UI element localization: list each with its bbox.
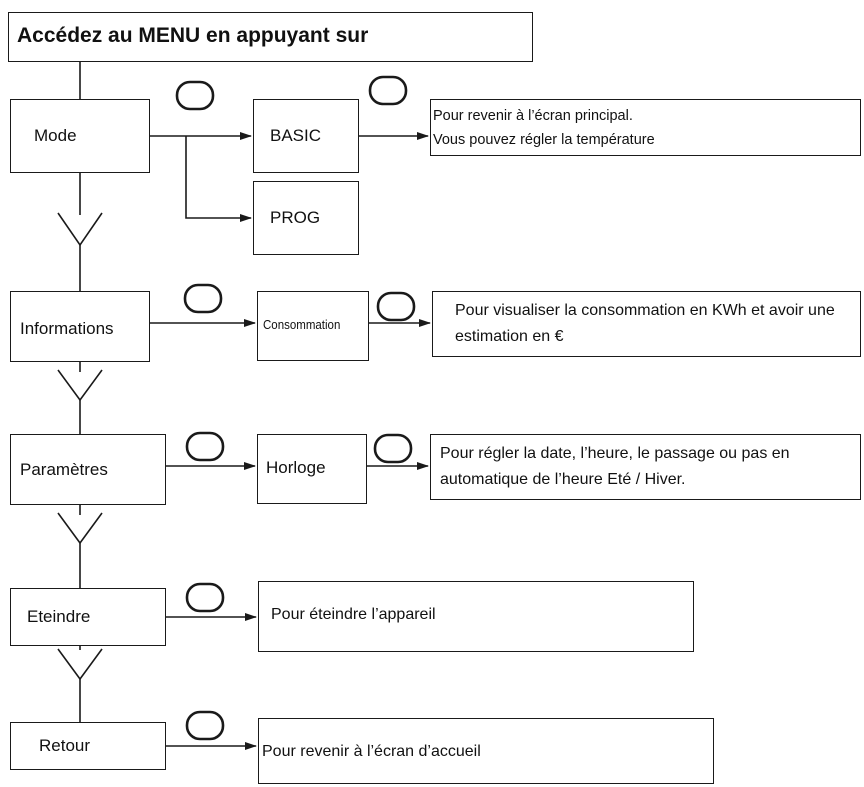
button-symbol-retour-icon xyxy=(185,710,225,741)
submenu-consommation[interactable]: Consommation xyxy=(257,291,369,361)
menu-item-eteindre-label: Eteindre xyxy=(27,607,91,626)
button-symbol-basic-icon xyxy=(368,75,408,106)
submenu-consommation-label: Consommation xyxy=(263,318,341,332)
button-symbol-eteindre-icon xyxy=(185,582,225,613)
button-symbol-horloge-icon xyxy=(373,433,413,464)
menu-item-informations[interactable]: Informations xyxy=(10,291,150,362)
menu-item-eteindre[interactable]: Eteindre xyxy=(10,588,166,646)
submenu-horloge-label: Horloge xyxy=(266,458,326,477)
button-symbol-informations-icon xyxy=(183,283,223,314)
desc-retour-text: Pour revenir à l’écran d’accueil xyxy=(262,743,481,760)
desc-retour: Pour revenir à l’écran d’accueil xyxy=(258,718,714,784)
desc-basic-line-2: Vous pouvez régler la température xyxy=(433,132,655,148)
menu-item-mode[interactable]: Mode xyxy=(10,99,150,173)
desc-eteindre: Pour éteindre l’appareil xyxy=(258,581,694,652)
submenu-basic-label: BASIC xyxy=(270,126,322,145)
submenu-prog-label: PROG xyxy=(270,208,321,227)
desc-eteindre-text: Pour éteindre l’appareil xyxy=(271,606,436,623)
button-symbol-consommation-icon xyxy=(376,291,416,322)
arrow-mode-prog xyxy=(185,136,252,222)
menu-item-retour[interactable]: Retour xyxy=(10,722,166,770)
desc-consommation: Pour visualiser la consommation en KWh e… xyxy=(432,291,861,357)
chevron-4-icon xyxy=(57,648,103,681)
menu-item-mode-label: Mode xyxy=(34,126,77,145)
menu-item-parametres[interactable]: Paramètres xyxy=(10,434,166,505)
menu-item-retour-label: Retour xyxy=(39,736,91,755)
submenu-basic[interactable]: BASIC xyxy=(253,99,359,173)
submenu-prog[interactable]: PROG xyxy=(253,181,359,255)
menu-item-informations-label: Informations xyxy=(20,319,114,338)
chevron-3-icon xyxy=(57,512,103,545)
chevron-2-icon xyxy=(57,369,103,402)
desc-horloge-text: Pour régler la date, l’heure, le passage… xyxy=(440,445,790,488)
title-box: Accédez au MENU en appuyant sur xyxy=(8,12,533,62)
button-symbol-parametres-icon xyxy=(185,431,225,462)
title-text: Accédez au MENU en appuyant sur xyxy=(17,24,369,47)
desc-horloge: Pour régler la date, l’heure, le passage… xyxy=(430,434,861,500)
menu-item-parametres-label: Paramètres xyxy=(20,460,108,479)
chevron-1-icon xyxy=(57,212,103,247)
desc-consommation-text: Pour visualiser la consommation en KWh e… xyxy=(455,302,835,345)
desc-basic: Pour revenir à l’écran principal. Vous p… xyxy=(430,99,861,156)
button-symbol-mode-icon xyxy=(175,80,215,111)
desc-basic-line-1: Pour revenir à l’écran principal. xyxy=(433,108,633,124)
submenu-horloge[interactable]: Horloge xyxy=(257,434,367,504)
